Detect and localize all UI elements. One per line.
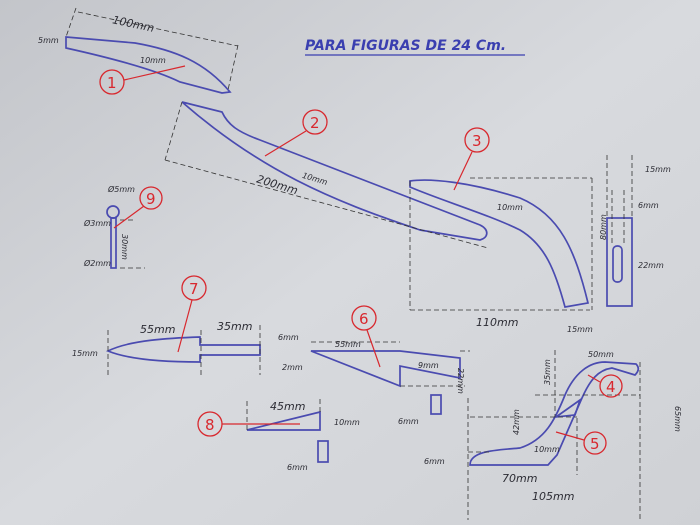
part-5-height: 42mm [512, 409, 521, 435]
part-7-thickness: 2mm [282, 363, 303, 372]
part-6-arrow [366, 329, 381, 368]
part-6-length: 55mm [335, 340, 361, 349]
part-3-slot [612, 245, 623, 283]
part-7-arrow [177, 299, 193, 353]
part-3-callout-circle [464, 127, 490, 153]
part-8: 45mm 10mm 6mm 8 [197, 396, 360, 472]
part-4-drop: 35mm [543, 359, 552, 385]
part-4-callout-circle [599, 374, 623, 398]
part-9-neck: Ø3mm [83, 218, 111, 228]
part-5-callout-circle [583, 431, 607, 455]
part-6-height: 22mm [456, 368, 465, 394]
part-3-slot-length: 22mm [638, 261, 664, 270]
part-6-thickness: 6mm [398, 417, 419, 426]
part-1-number: 1 [107, 74, 117, 92]
part-5-base: 6mm [424, 457, 445, 466]
part-1-width: 10mm [140, 56, 166, 65]
part-7-tenon-height: 6mm [278, 333, 299, 342]
part-9-head: Ø5mm [107, 184, 135, 194]
part-5-length: 70mm [502, 472, 537, 485]
part-7-number: 7 [189, 280, 199, 298]
part-4-height: 65mm [673, 406, 682, 432]
part-3-arrow [453, 151, 473, 191]
part-4-width: 50mm [588, 350, 614, 359]
part-3-width: 10mm [497, 203, 523, 212]
title-block: PARA FIGURAS DE 24 Cm. [305, 38, 525, 56]
part-3-side-width: 15mm [645, 165, 671, 174]
part-9-length: 30mm [120, 234, 129, 260]
part-1-callout-circle [99, 69, 125, 95]
part-8-thickness: 6mm [287, 463, 308, 472]
part-3-height: 80mm [599, 214, 608, 240]
part-6-callout-circle [351, 305, 377, 331]
page-title: PARA FIGURAS DE 24 Cm. [305, 38, 506, 54]
part-9-number: 9 [146, 190, 156, 208]
part-2-arrow [264, 130, 307, 157]
part-1-end-width: 5mm [38, 36, 59, 45]
part-7-callout-circle [181, 275, 207, 301]
part-9-shaft: Ø2mm [83, 258, 111, 268]
part-8-height: 10mm [334, 418, 360, 427]
part-6-slot: 9mm [418, 361, 439, 370]
parts-4-5: 50mm 65mm 35mm 42mm 10mm 6mm 70mm 105mm … [424, 350, 682, 520]
part-9-callout-circle [139, 186, 163, 210]
part-4-arrow [587, 374, 601, 383]
part-7-height: 15mm [72, 349, 98, 358]
part-4-number: 4 [606, 378, 616, 396]
part-7-length: 55mm [140, 323, 175, 336]
part-5-number: 5 [590, 435, 600, 453]
part-9: Ø5mm Ø3mm Ø2mm 30mm 9 [83, 184, 163, 269]
part-1: 100mm 5mm 10mm 1 [38, 7, 239, 95]
part-2-callout-circle [302, 109, 328, 135]
part-5-total: 105mm [532, 490, 574, 503]
part-5-arrow [555, 431, 585, 441]
part-8-number: 8 [205, 416, 215, 434]
part-7: 55mm 35mm 15mm 6mm 2mm 7 [72, 275, 303, 375]
part-3-number: 3 [472, 132, 482, 150]
part-3-length: 110mm [476, 316, 518, 329]
part-3-side-view [606, 217, 633, 307]
part-7-tenon: 35mm [217, 320, 252, 333]
part-3: 110mm 15mm 80mm 10mm 3 15mm 6mm 22mm [409, 127, 671, 334]
part-3-slot-width: 6mm [638, 201, 659, 210]
part-9-arrow [113, 205, 145, 229]
part-6-number: 6 [359, 310, 369, 328]
part-1-arrow [123, 65, 186, 81]
part-3-foot: 15mm [567, 325, 593, 334]
part-6: 55mm 9mm 22mm 6mm 6 [310, 305, 470, 426]
part-5-width: 10mm [534, 445, 560, 454]
part-8-length: 45mm [270, 400, 305, 413]
part-2-number: 2 [310, 114, 320, 132]
